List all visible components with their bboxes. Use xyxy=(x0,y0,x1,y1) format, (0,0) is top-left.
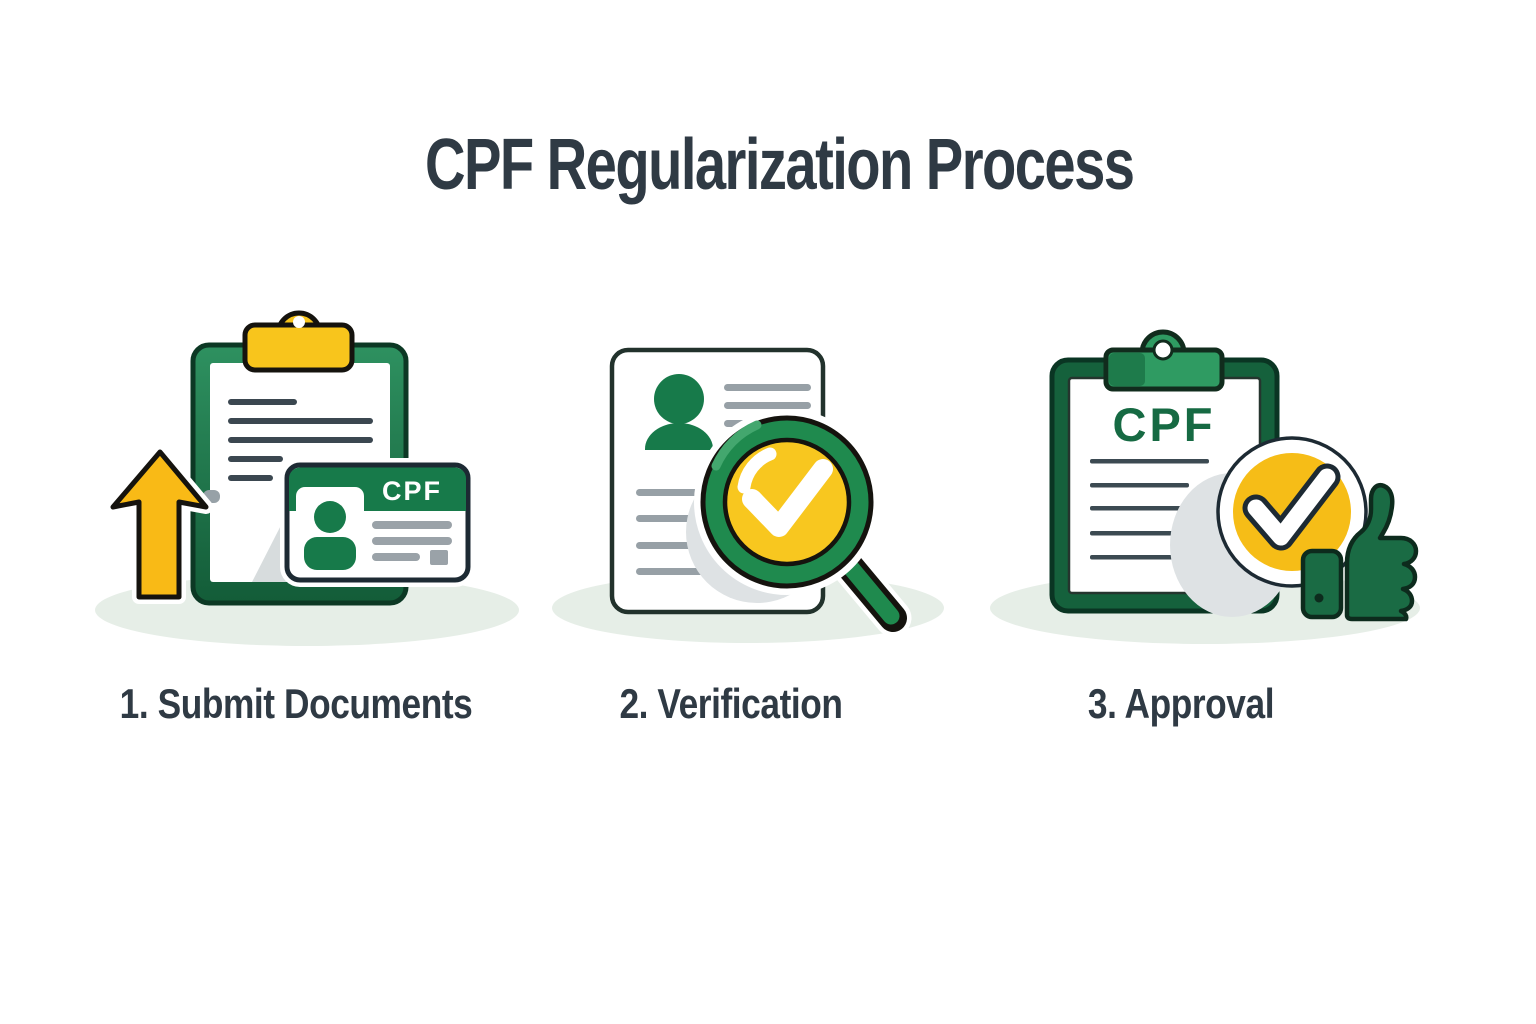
document-magnifier-check-icon xyxy=(552,347,944,643)
clipboard-cpf-text: CPF xyxy=(1113,398,1216,451)
card-text-lines xyxy=(372,521,452,565)
clipboard-check-thumbs-up-icon: CPF xyxy=(990,329,1420,644)
document-text-lines xyxy=(228,399,373,481)
step3-figure: CPF xyxy=(990,295,1450,650)
step1-label: 1. Submit Documents xyxy=(119,680,473,727)
approved-check-badge-icon xyxy=(1216,436,1368,588)
checkmark-icon xyxy=(742,459,833,537)
step1-figure: CPF xyxy=(90,295,520,650)
upload-arrow-icon xyxy=(106,445,213,604)
person-icon xyxy=(304,501,356,570)
checkmark-icon xyxy=(1247,468,1336,546)
step3-label: 3. Approval xyxy=(1087,680,1275,727)
clipboard-clip xyxy=(242,310,355,373)
cpf-id-card-icon: CPF xyxy=(280,458,475,587)
thumbs-up-icon xyxy=(1300,483,1419,622)
lens-highlight xyxy=(737,447,777,494)
person-icon xyxy=(645,374,713,450)
step2-figure xyxy=(550,295,980,650)
step2-label: 2. Verification xyxy=(619,680,843,727)
page-title: CPF Regularization Process xyxy=(425,125,1135,205)
magnifier-icon xyxy=(694,409,912,637)
clipboard-upload-cpf-card-icon: CPF xyxy=(95,310,519,646)
clipboard-clip xyxy=(1103,329,1225,392)
card-cpf-text: CPF xyxy=(382,476,442,506)
